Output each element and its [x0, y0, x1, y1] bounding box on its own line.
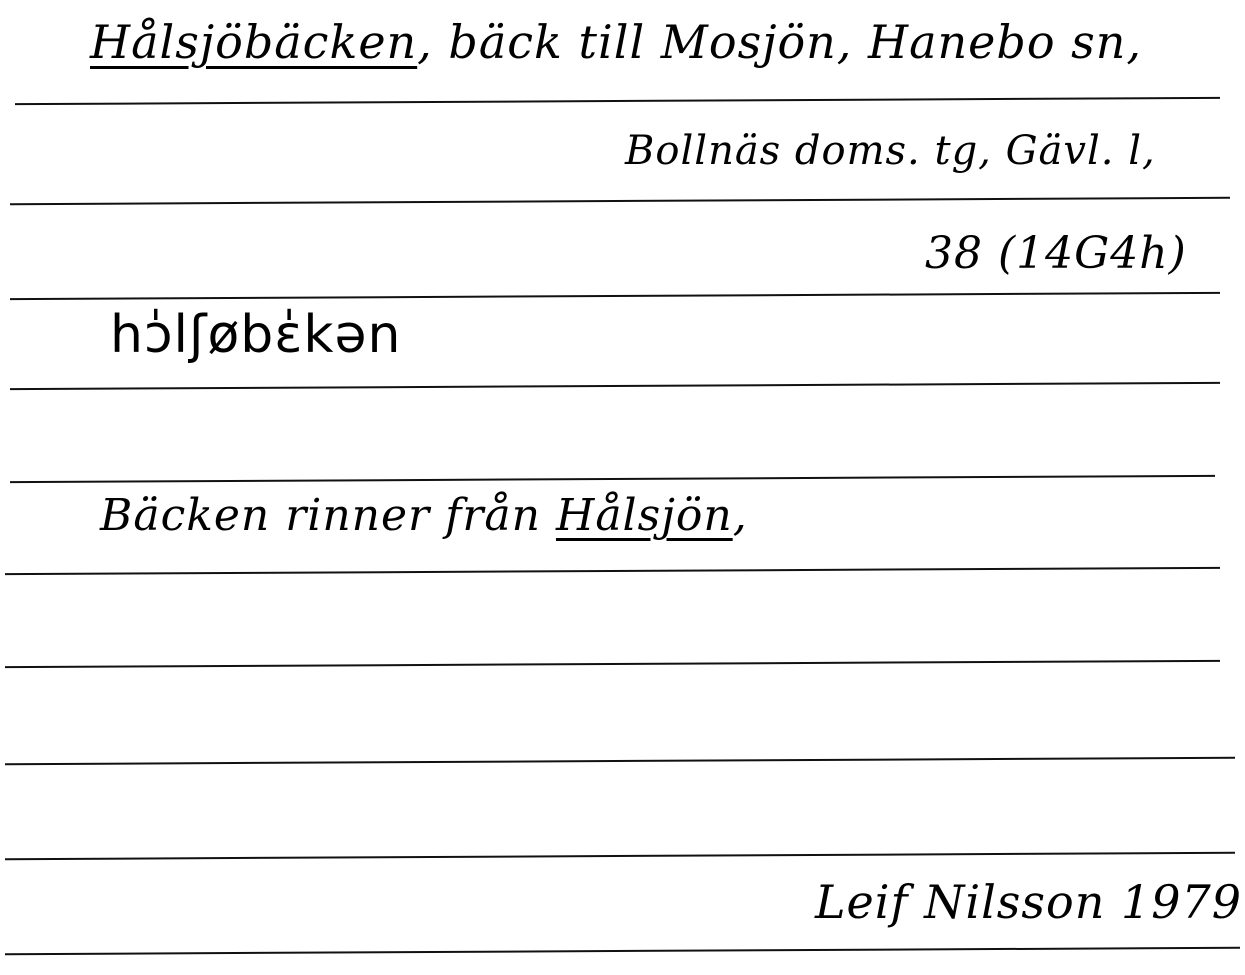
card-heading: Hålsjöbäcken, bäck till Mosjön, Hanebo s…	[90, 15, 1142, 69]
rule-line	[15, 96, 1220, 106]
note-comma: ,	[732, 490, 748, 541]
pronunciation: hɔ̍lʃøbɛ̍kən	[110, 305, 402, 365]
heading-description: , bäck till Mosjön, Hanebo sn,	[417, 15, 1143, 69]
rule-line	[5, 756, 1235, 766]
rule-line	[10, 291, 1220, 301]
headword: Hålsjöbäcken	[90, 15, 418, 69]
note: Bäcken rinner från Hålsjön,	[100, 490, 748, 541]
rule-line	[5, 659, 1220, 669]
note-place-name: Hålsjön	[555, 490, 733, 541]
rule-line	[5, 851, 1235, 861]
map-reference: 38 (14G4h)	[925, 228, 1187, 279]
note-text: Bäcken rinner från	[100, 490, 556, 541]
signature: Leif Nilsson 1979	[815, 875, 1242, 929]
rule-line	[10, 381, 1220, 391]
signature-year: 1979	[1120, 875, 1243, 929]
signature-name: Leif Nilsson	[815, 875, 1106, 929]
rule-line	[5, 946, 1240, 956]
rule-line	[10, 196, 1230, 206]
rule-line	[10, 474, 1215, 484]
location: Bollnäs doms. tg, Gävl. l,	[625, 128, 1156, 174]
rule-line	[5, 566, 1220, 576]
